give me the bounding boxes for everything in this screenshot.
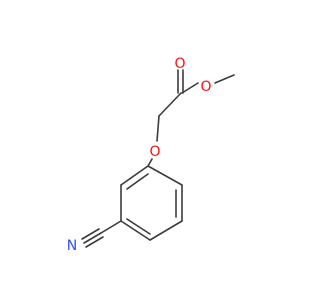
structure-canvas: O O O N (67, 56, 235, 254)
bond-methyl-ester-o (214, 74, 235, 84)
ring-bond-4 (120, 220, 151, 241)
methyl-3-cyanophenoxyacetate-structure: O O O N (67, 56, 235, 254)
atom-ester-oxygen: O (200, 79, 211, 95)
nitrile-triple-2 (81, 228, 100, 240)
bonds (81, 69, 235, 248)
bond-ether-o-ring (147, 158, 153, 167)
ring-bond-3 (149, 220, 183, 241)
nitrile-triple-1 (83, 232, 102, 244)
bond-carbonyl-ch2 (158, 92, 182, 117)
ring-inner-2 (126, 218, 151, 235)
nitrile-triple-3 (85, 236, 104, 248)
bond-ring-nitrile-c (100, 220, 122, 234)
ring-bond-6 (120, 165, 149, 186)
bond-ester-o-carbonyl-c (181, 82, 199, 94)
ring-inner-3 (126, 173, 149, 190)
ring-bond-1 (147, 165, 183, 186)
atom-ether-oxygen: O (149, 144, 160, 160)
bond-ch2-ether-o (156, 115, 160, 142)
atom-nitrile-nitrogen: N (67, 238, 77, 254)
atom-carbonyl-oxygen: O (174, 56, 185, 72)
